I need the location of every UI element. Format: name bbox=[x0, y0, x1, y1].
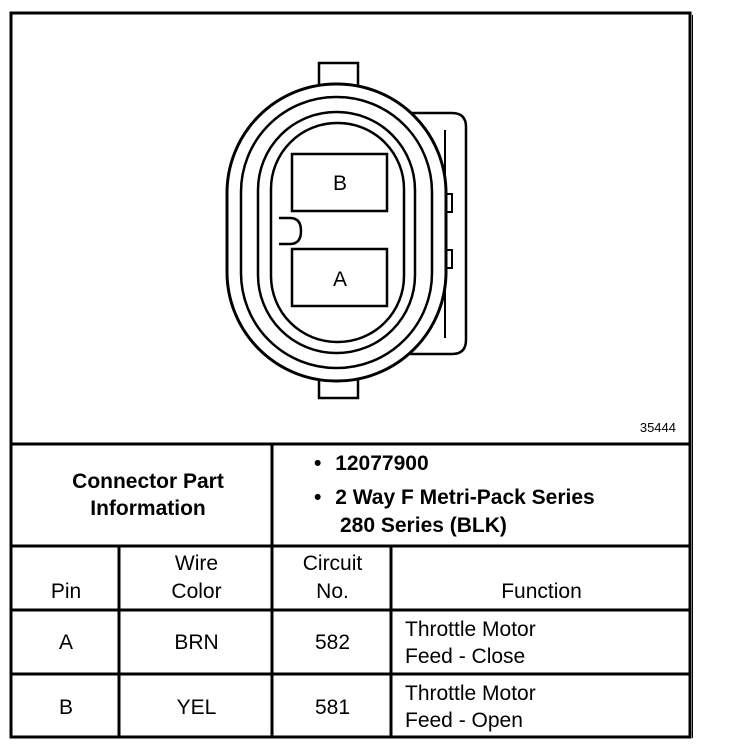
table-grid bbox=[11, 442, 690, 737]
bullet-2: • bbox=[314, 486, 322, 509]
part-number: 12077900 bbox=[335, 452, 429, 475]
cavity-b-label: B bbox=[333, 172, 347, 195]
description-text-2: 280 Series (BLK) bbox=[340, 514, 507, 537]
housing-ring-2 bbox=[239, 95, 434, 370]
cavity-a bbox=[290, 247, 389, 308]
row-a-function-2: Feed - Close bbox=[405, 645, 526, 668]
housing-ring-4 bbox=[269, 121, 406, 344]
row-a-circuit: 582 bbox=[314, 631, 351, 654]
part-info-heading-text: Connector Part Information bbox=[72, 470, 224, 520]
cavity-a-label: A bbox=[333, 268, 347, 291]
header-circuit-2: No. bbox=[316, 580, 349, 603]
row-b-circuit: 581 bbox=[314, 696, 351, 719]
housing-outer bbox=[225, 82, 448, 383]
row-b-function-1: Throttle Motor bbox=[405, 682, 536, 705]
row-b-function-2: Feed - Open bbox=[405, 709, 523, 732]
header-pin: Pin bbox=[50, 580, 82, 603]
polarization-key bbox=[279, 216, 303, 246]
header-wire-color-2: Color bbox=[171, 580, 222, 603]
connector-drawing bbox=[225, 61, 468, 400]
row-a-pin: A bbox=[58, 631, 73, 654]
description-line-2: 280 Series (BLK) bbox=[340, 512, 507, 539]
side-latch bbox=[410, 111, 468, 356]
description-line-1: • 2 Way F Metri-Pack Series bbox=[314, 484, 595, 511]
part-info-heading: Connector Part Information bbox=[40, 468, 256, 522]
outer-frame bbox=[9, 11, 692, 739]
header-wire-color-1: Wire bbox=[174, 552, 219, 575]
figure-number: 35444 bbox=[640, 420, 676, 435]
description-text-1: 2 Way F Metri-Pack Series bbox=[335, 486, 595, 509]
housing-ring-3 bbox=[256, 110, 417, 355]
header-circuit-1: Circuit bbox=[302, 552, 363, 575]
row-a-function-1: Throttle Motor bbox=[405, 618, 536, 641]
row-b-pin: B bbox=[58, 696, 73, 719]
row-a-wire-color: BRN bbox=[174, 631, 219, 654]
part-number-line: • 12077900 bbox=[314, 450, 429, 477]
bullet-1: • bbox=[314, 452, 322, 475]
cavity-b bbox=[290, 152, 389, 213]
header-function: Function bbox=[501, 580, 582, 603]
row-b-wire-color: YEL bbox=[176, 696, 217, 719]
